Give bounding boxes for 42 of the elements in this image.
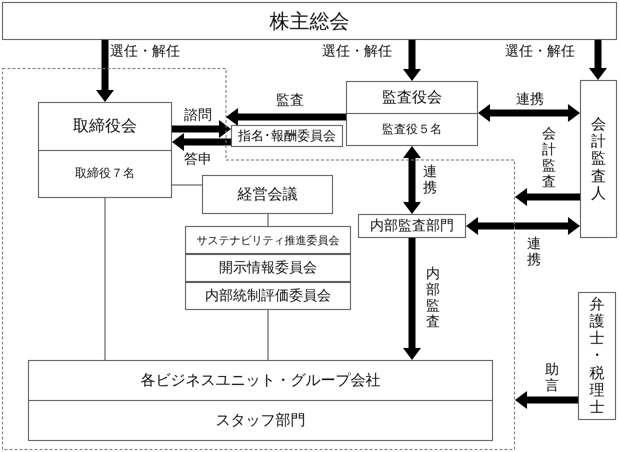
box-note: 取締役７名	[75, 165, 135, 182]
org-box	[231, 125, 343, 147]
org-box	[578, 292, 616, 420]
arrow	[478, 104, 580, 122]
box-note: 監査役５名	[382, 121, 442, 138]
arrow	[515, 391, 578, 409]
org-box	[202, 175, 333, 214]
box-title: 監査役会	[382, 88, 442, 107]
org-box	[185, 254, 351, 282]
divided-box	[28, 360, 493, 441]
box-title: 内部監査部門	[370, 217, 454, 235]
arrow	[515, 188, 580, 206]
org-box	[358, 214, 466, 238]
arrow	[172, 120, 231, 138]
arrow	[589, 40, 607, 80]
arrow	[172, 133, 231, 151]
dotted-boundary	[2, 68, 515, 450]
arrow	[403, 238, 421, 360]
box-title: 指名･報酬委員会	[238, 128, 336, 145]
connector-line	[172, 184, 202, 186]
divided-box	[346, 81, 478, 146]
box-title: 内部統制評価委員会	[205, 287, 331, 305]
org-box	[2, 2, 617, 40]
box-title: 取締役会	[73, 116, 137, 137]
connector-line	[104, 198, 106, 360]
org-box	[185, 282, 351, 310]
box-title: サステナビリティ推進委員会	[196, 232, 340, 248]
box-title: 経営会議	[238, 185, 298, 204]
box-title: 株主総会	[270, 8, 350, 34]
arrow	[466, 217, 580, 235]
box-note: スタッフ部門	[216, 411, 306, 430]
box-title: 各ビジネスユニット・グループ会社	[140, 371, 380, 390]
arrow	[403, 40, 421, 81]
divided-box	[38, 102, 172, 198]
org-box	[185, 226, 351, 254]
box-title: 開示情報委員会	[219, 259, 317, 277]
arrow	[226, 108, 346, 126]
vertical-label: 会計監査人	[590, 116, 607, 202]
arrow	[96, 40, 114, 102]
vertical-label: 弁護士・税理士	[588, 296, 606, 416]
org-box	[580, 80, 617, 238]
arrow	[403, 146, 421, 214]
